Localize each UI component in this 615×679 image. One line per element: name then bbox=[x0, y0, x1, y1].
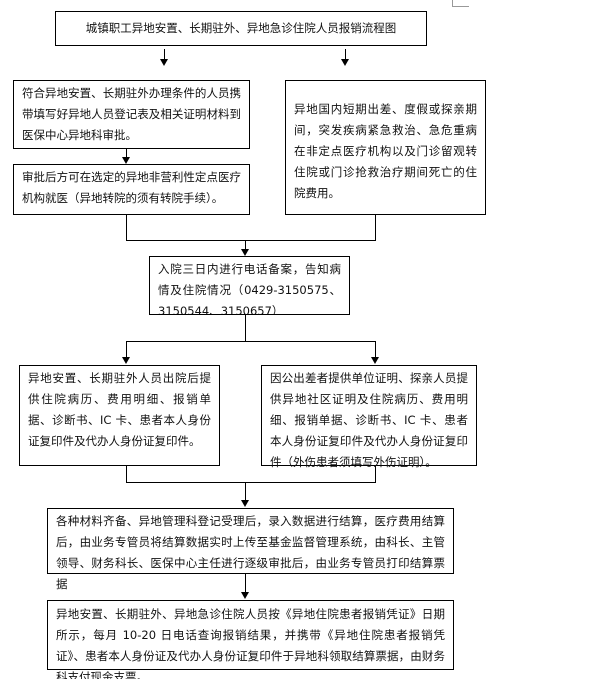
connector-line bbox=[126, 482, 376, 483]
arrow-head-icon bbox=[341, 59, 349, 66]
arrow-head-icon bbox=[241, 592, 249, 599]
step-right-materials: 因公出差者提供单位证明、探亲人员提供异地社区证明及住院病历、费用明细、报销单据、… bbox=[261, 365, 477, 469]
step-left-approved: 审批后方可在选定的异地非营利性定点医疗机构就医（异地转院的须有转院手续）。 bbox=[13, 164, 250, 215]
arrow-head-icon bbox=[122, 357, 130, 364]
connector-line bbox=[126, 341, 127, 358]
page-corner-mark bbox=[452, 0, 469, 7]
connector-line bbox=[245, 240, 246, 250]
connector-line bbox=[126, 466, 127, 483]
step-text: 异地安置、长期驻外、异地急诊住院人员按《异地住院患者报销凭证》日期所示，每月 1… bbox=[56, 607, 445, 679]
connector-line bbox=[164, 49, 165, 61]
step-right-emergency: 异地国内短期出差、度假或探亲期间，突发疾病紧急救治、急危重病在非定点医疗机构以及… bbox=[285, 80, 486, 215]
step-settlement: 各种材料齐备、异地管理科登记受理后，录入数据进行结算，医疗费用结算后，由业务专管… bbox=[47, 508, 454, 591]
step-text: 异地安置、长期驻外人员出院后提供住院病历、费用明细、报销单据、诊断书、IC 卡、… bbox=[28, 371, 211, 448]
connector-line bbox=[245, 315, 246, 341]
step-text: 因公出差者提供单位证明、探亲人员提供异地社区证明及住院病历、费用明细、报销单据、… bbox=[270, 371, 468, 469]
arrow-head-icon bbox=[122, 157, 130, 164]
connector-line bbox=[126, 341, 376, 342]
connector-line bbox=[126, 240, 376, 241]
arrow-head-icon bbox=[241, 249, 249, 256]
arrow-head-icon bbox=[160, 59, 168, 66]
connector-line bbox=[375, 215, 376, 241]
step-text: 符合异地安置、长期驻外办理条件的人员携带填写好异地人员登记表及相关证明材料到医保… bbox=[22, 86, 241, 142]
connector-line bbox=[245, 574, 246, 593]
step-phone-record: 入院三日内进行电话备案，告知病情及住院情况（0429-3150575、31505… bbox=[149, 256, 350, 315]
connector-line bbox=[375, 341, 376, 358]
step-payment: 异地安置、长期驻外、异地急诊住院人员按《异地住院患者报销凭证》日期所示，每月 1… bbox=[47, 600, 454, 679]
step-left-apply: 符合异地安置、长期驻外办理条件的人员携带填写好异地人员登记表及相关证明材料到医保… bbox=[13, 80, 250, 149]
step-left-materials: 异地安置、长期驻外人员出院后提供住院病历、费用明细、报销单据、诊断书、IC 卡、… bbox=[19, 365, 220, 466]
step-text: 各种材料齐备、异地管理科登记受理后，录入数据进行结算，医疗费用结算后，由业务专管… bbox=[56, 514, 445, 591]
arrow-head-icon bbox=[241, 500, 249, 507]
connector-line bbox=[245, 482, 246, 501]
connector-line bbox=[375, 466, 376, 483]
step-text: 异地国内短期出差、度假或探亲期间，突发疾病紧急救治、急危重病在非定点医疗机构以及… bbox=[294, 102, 477, 200]
flowchart-title-box: 城镇职工异地安置、长期驻外、异地急诊住院人员报销流程图 bbox=[55, 11, 427, 46]
flowchart-title: 城镇职工异地安置、长期驻外、异地急诊住院人员报销流程图 bbox=[85, 21, 397, 35]
step-text: 审批后方可在选定的异地非营利性定点医疗机构就医（异地转院的须有转院手续）。 bbox=[22, 170, 241, 205]
connector-line bbox=[126, 215, 127, 241]
connector-line bbox=[345, 49, 346, 61]
arrow-head-icon bbox=[371, 357, 379, 364]
step-text: 入院三日内进行电话备案，告知病情及住院情况（0429-3150575、31505… bbox=[158, 262, 341, 315]
connector-line bbox=[126, 149, 127, 158]
